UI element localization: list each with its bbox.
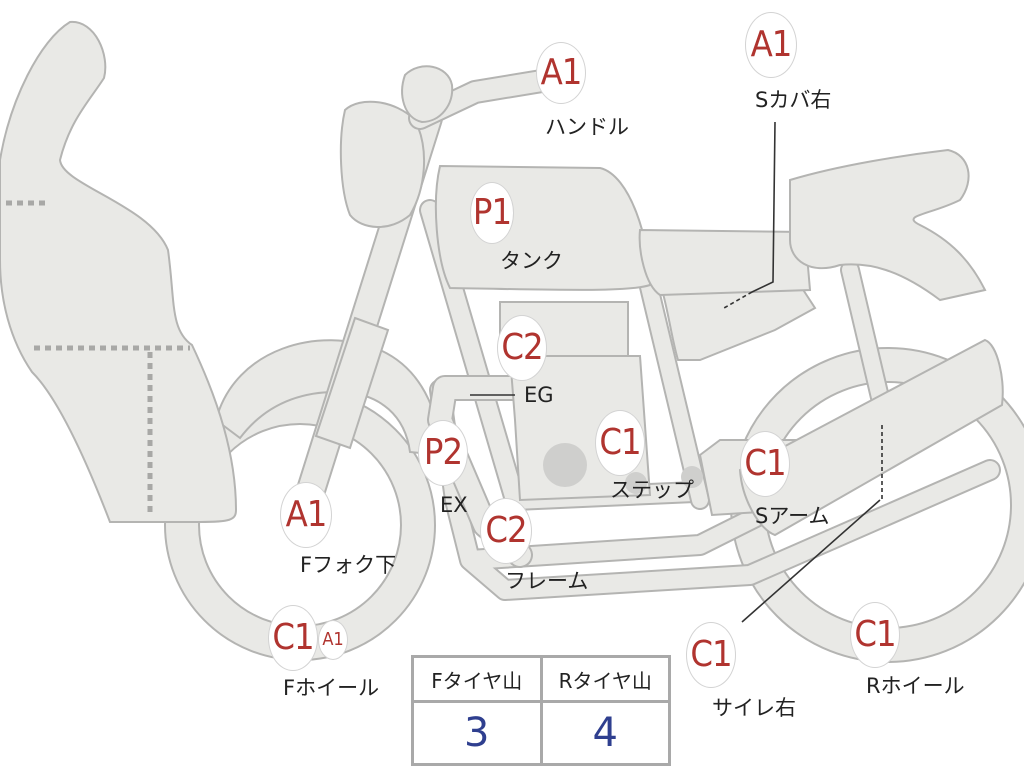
rear-tire-value: 4 [539,700,671,766]
table-row: 3 4 [411,700,671,766]
step-badge: C1 [595,410,645,476]
exhaust-label: EX [440,493,468,517]
engine-badge: C2 [497,315,547,381]
leader-lines [470,121,883,623]
rear-wheel-label: Rホイール [866,674,965,698]
frame-badge: C2 [480,498,532,564]
side-cover-right-label: Sカバ右 [755,88,832,112]
tire-tread-table: Fタイヤ山 Rタイヤ山 3 4 [411,655,671,766]
front-fork-lower-badge: A1 [280,482,332,548]
front-fork-lower-label: Fフォク下 [300,553,397,577]
swing-arm-label: Sアーム [755,504,830,528]
mirror-shape [401,65,454,124]
front-tire-header: Fタイヤ山 [411,655,543,703]
silencer-right-badge: C1 [686,622,736,688]
frame-label: フレーム [505,569,589,593]
silencer-shape [738,338,1004,537]
side-cover-right-badge: A1 [745,12,797,78]
tank-label: タンク [500,249,563,273]
handle-label: ハンドル [545,115,629,139]
rear-wheel-badge: C1 [850,602,900,668]
engine-label: EG [524,383,554,407]
front-tire-value: 3 [411,700,543,766]
handle-badge: A1 [536,42,586,104]
tank-badge: P1 [470,182,514,244]
front-cowl-shape [0,20,238,523]
seat-shape [789,148,987,302]
silencer-right-label: サイレ右 [712,696,796,720]
side-cover-shape [660,283,817,361]
table-header-row: Fタイヤ山 Rタイヤ山 [411,655,671,703]
swing-arm-badge: C1 [740,431,790,497]
front-wheel-extra-badge: A1 [318,620,348,660]
front-wheel-label: Fホイール [283,676,380,700]
front-wheel-badge: C1 [268,605,318,671]
exhaust-badge: P2 [418,420,468,486]
step-label: ステップ [610,478,694,502]
cowl-dotted-lines [6,200,190,512]
headlight-shape [339,100,425,228]
seat-front-shape [638,228,812,297]
rear-tire-header: Rタイヤ山 [539,655,671,703]
